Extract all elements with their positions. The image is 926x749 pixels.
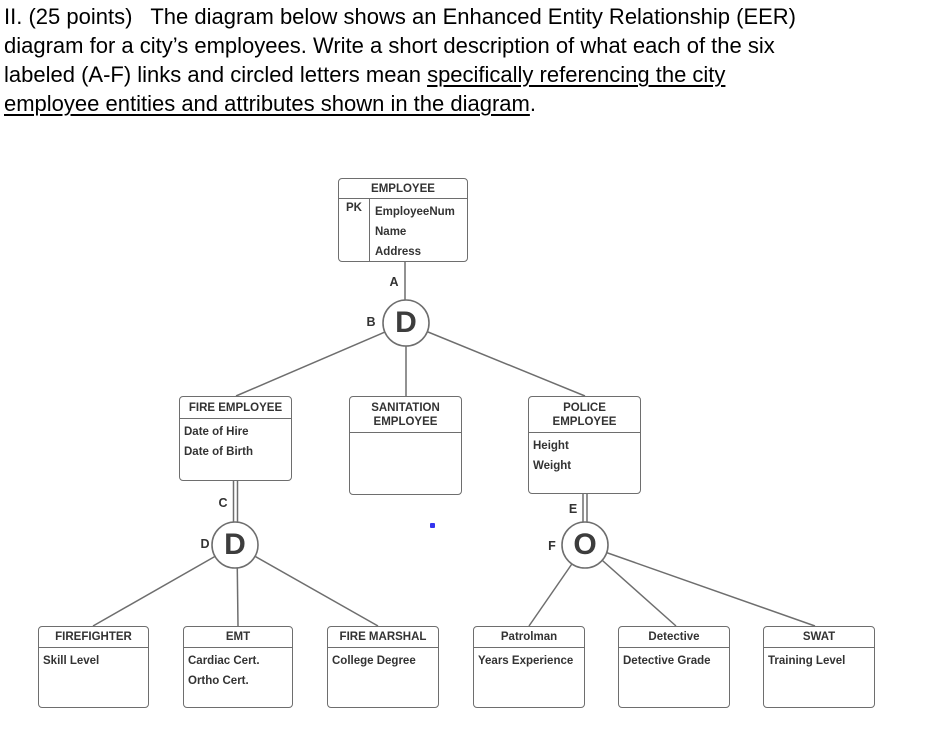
entity-detective: Detective Detective Grade (618, 626, 730, 708)
link-label-b: B (366, 315, 376, 329)
entity-sanitation-employee-title: SANITATION EMPLOYEE (350, 397, 461, 433)
entity-patrolman: Patrolman Years Experience (473, 626, 585, 708)
question-line-1-text: II. (25 points) The diagram below shows … (4, 4, 796, 29)
line-circle-to-fire-marshal (234, 544, 379, 627)
line-circle-to-police-employee (405, 322, 586, 397)
attribute: Skill Level (43, 655, 100, 667)
entity-fire-employee: FIRE EMPLOYEE Date of Hire Date of Birth (179, 396, 292, 481)
entity-firefighter-title: FIREFIGHTER (39, 627, 148, 648)
employee-specialization-circle (382, 299, 430, 347)
entity-swat-title: SWAT (764, 627, 874, 648)
attribute: Detective Grade (623, 655, 711, 667)
entity-employee-title: EMPLOYEE (339, 179, 467, 199)
question-line-3-underlined-text: specifically referencing the city (427, 62, 726, 87)
title-line: EMPLOYEE (552, 415, 617, 428)
title-line: SANITATION (371, 401, 440, 414)
attribute: Height (533, 440, 569, 452)
title-line: POLICE (563, 401, 606, 414)
attribute: Ortho Cert. (188, 675, 249, 687)
entity-employee-body: PK EmployeeNum Name Address (339, 199, 467, 261)
question-text: II. (25 points) The diagram below shows … (4, 2, 796, 118)
attribute: Cardiac Cert. (188, 655, 260, 667)
link-label-d: D (200, 537, 210, 551)
line-circle-to-swat (584, 544, 816, 627)
title-line: EMPLOYEE (373, 415, 438, 428)
fire-specialization-circle (211, 521, 259, 569)
entity-swat-attributes: Training Level (764, 648, 874, 671)
attribute: Date of Hire (184, 426, 249, 438)
question-line-2-text: diagram for a city’s employees. Write a … (4, 33, 775, 58)
entity-patrolman-title: Patrolman (474, 627, 584, 648)
attribute: College Degree (332, 655, 416, 667)
police-specialization-circle (561, 521, 609, 569)
entity-fire-employee-title: FIRE EMPLOYEE (180, 397, 291, 419)
entity-fire-marshal-title: FIRE MARSHAL (328, 627, 438, 648)
question-line-1: II. (25 points) The diagram below shows … (4, 2, 796, 31)
specialization-circles (211, 299, 609, 569)
line-circle-to-fire-employee (235, 322, 407, 397)
attribute: Date of Birth (184, 446, 253, 458)
entity-police-employee-title: POLICE EMPLOYEE (529, 397, 640, 433)
employee-specialization-circle-letter: D (395, 306, 417, 339)
police-specialization-circle-letter: O (573, 528, 597, 561)
stray-blue-dot (430, 523, 435, 528)
link-label-c: C (218, 496, 228, 510)
attribute: Name (375, 226, 407, 238)
entity-sanitation-employee: SANITATION EMPLOYEE (349, 396, 462, 495)
attribute: EmployeeNum (375, 206, 455, 218)
entity-firefighter: FIREFIGHTER Skill Level (38, 626, 149, 708)
entity-employee: EMPLOYEE PK EmployeeNum Name Address (338, 178, 468, 262)
entity-police-employee: POLICE EMPLOYEE Height Weight (528, 396, 641, 494)
question-line-3: labeled (A-F) links and circled letters … (4, 60, 796, 89)
entity-patrolman-attributes: Years Experience (474, 648, 584, 671)
fire-specialization-circle-letter: D (224, 528, 246, 561)
attribute: Training Level (768, 655, 846, 667)
question-line-2: diagram for a city’s employees. Write a … (4, 31, 796, 60)
link-label-a: A (389, 275, 399, 289)
line-circle-to-firefighter (92, 544, 236, 627)
entity-detective-attributes: Detective Grade (619, 648, 729, 671)
pk-column: PK (339, 199, 370, 261)
entity-fire-marshal: FIRE MARSHAL College Degree (327, 626, 439, 708)
entity-police-employee-attributes: Height Weight (529, 433, 640, 476)
attribute: Address (375, 246, 422, 258)
link-label-e: E (568, 502, 578, 516)
entity-swat: SWAT Training Level (763, 626, 875, 708)
question-line-4-underlined-text: employee entities and attributes shown i… (4, 91, 530, 116)
link-label-f: F (548, 539, 556, 553)
entity-fire-marshal-attributes: College Degree (328, 648, 438, 671)
entity-firefighter-attributes: Skill Level (39, 648, 148, 671)
question-line-4-period: . (529, 91, 536, 116)
entity-emt-attributes: Cardiac Cert. Ortho Cert. (184, 648, 292, 691)
entity-fire-employee-attributes: Date of Hire Date of Birth (180, 419, 291, 462)
entity-sanitation-employee-attributes (350, 433, 461, 436)
entity-employee-attributes: EmployeeNum Name Address (370, 199, 467, 261)
question-line-4: employee entities and attributes shown i… (4, 89, 796, 118)
entity-detective-title: Detective (619, 627, 729, 648)
entity-emt: EMT Cardiac Cert. Ortho Cert. (183, 626, 293, 708)
entity-emt-title: EMT (184, 627, 292, 648)
attribute: Years Experience (478, 655, 574, 667)
question-line-3-text: labeled (A-F) links and circled letters … (4, 62, 428, 87)
attribute: Weight (533, 460, 572, 472)
